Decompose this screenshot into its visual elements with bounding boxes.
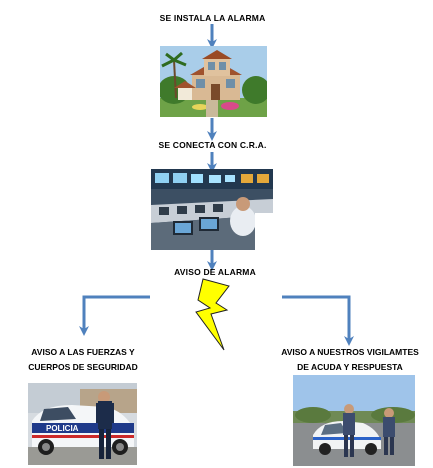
lightning-bolt-icon <box>195 278 230 351</box>
control-room-photo <box>151 169 273 250</box>
step-alarm-notice-label: AVISO DE ALARMA <box>174 267 256 277</box>
security-guards-photo <box>293 375 415 466</box>
police-car-text: POLICIA <box>46 424 79 433</box>
arrow-branch-left <box>79 295 150 336</box>
left-branch-label: AVISO A LAS FUERZAS Y CUERPOS DE SEGURID… <box>8 345 158 375</box>
right-branch-line-2: DE ACUDA Y RESPUESTA <box>297 362 403 372</box>
right-branch-line-1: AVISO A NUESTROS VIGILAMTES <box>281 347 419 357</box>
step-install-alarm-label: SE INSTALA LA ALARMA <box>159 13 266 23</box>
left-branch-line-2: CUERPOS DE SEGURIDAD <box>28 362 138 372</box>
house-photo <box>160 46 267 117</box>
left-branch-line-1: AVISO A LAS FUERZAS Y <box>31 347 135 357</box>
right-branch-label: AVISO A NUESTROS VIGILAMTES DE ACUDA Y R… <box>270 345 430 375</box>
arrow-branch-right <box>282 295 354 346</box>
police-photo: POLICIA <box>28 383 137 465</box>
step-connect-cra-label: SE CONECTA CON C.R.A. <box>158 140 267 150</box>
